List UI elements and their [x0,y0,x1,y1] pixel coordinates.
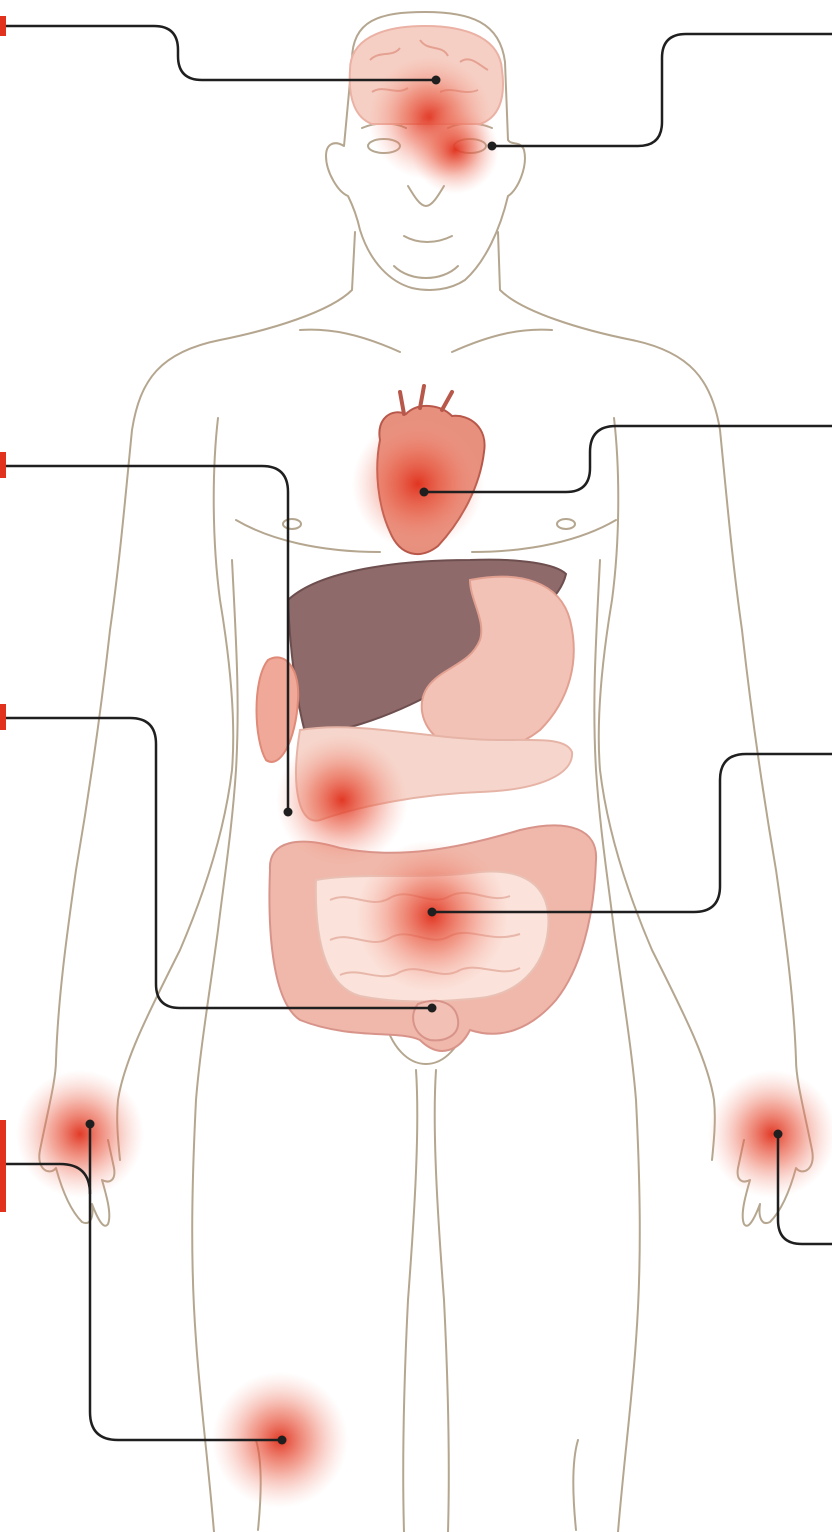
dot-rectum [428,1004,437,1013]
marker-rectum [0,704,6,730]
left-torso [192,560,237,1532]
callout-markers [0,16,6,1212]
right-inner-leg [435,1070,449,1532]
right-inner-arm [599,418,715,1160]
hotspot-pancreas [276,734,408,866]
dot-knee [278,1436,287,1445]
dot-pancreas [284,808,293,817]
collarbone-right [452,330,552,352]
hotspot-left-hand [16,1070,144,1198]
chin [394,266,458,278]
hotspot-heart [352,418,484,550]
hotspot-eyes [411,106,499,194]
hotspot-right-hand [708,1070,832,1198]
chest-line-right [472,520,616,552]
chest-line-left [236,520,380,552]
leader-eyes [492,34,832,146]
marker-pancreas [0,452,6,478]
knee-line-right [573,1440,578,1530]
marker-hand [0,1120,6,1212]
nipple-right [557,519,575,529]
dot-eyes [488,142,497,151]
dot-heart [420,488,429,497]
dot-brain [432,76,441,85]
dot-right-hand [774,1130,783,1139]
dot-intestines [428,908,437,917]
kidney-left [257,657,299,762]
marker-brain [0,16,6,36]
leader-heart [424,426,832,492]
nipple-left [283,519,301,529]
right-torso [594,560,639,1532]
mouth [404,236,452,242]
left-inner-leg [403,1070,417,1532]
dot-left-hand [86,1120,95,1129]
leader-pancreas [0,466,288,812]
collarbone-left [300,330,400,352]
left-inner-arm [117,418,233,1160]
